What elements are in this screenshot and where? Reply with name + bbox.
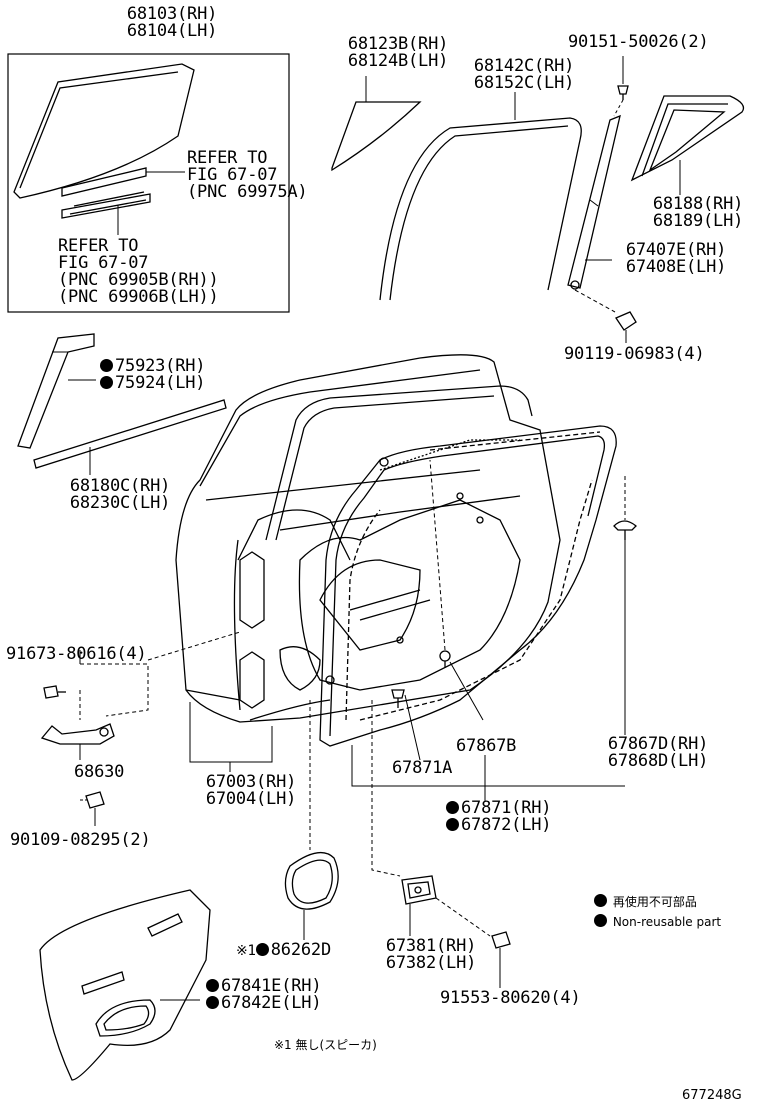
legend-jp: 再使用不可部品 — [594, 892, 721, 912]
label-belt-moulding-rh: 68180C(RH) — [69, 476, 171, 496]
door-lock-striker — [371, 700, 491, 937]
footnote: ※1 無し(スピーカ) — [274, 1038, 377, 1052]
bolt-hinge-icon — [43, 631, 241, 720]
bolt-check-icon — [80, 791, 105, 826]
door-trim-panel — [39, 889, 211, 1081]
speaker-prefix: ※1 — [236, 943, 256, 959]
label-clip-d-lh: 67868D(LH) — [607, 751, 709, 771]
non-reusable-dot-icon — [206, 996, 219, 1009]
bolt-frame-icon — [615, 311, 637, 343]
label-corner-weatherstrip: 68188(RH) 68189(LH) — [644, 196, 752, 230]
door-check-icon — [40, 723, 115, 760]
bolt-hole-icon — [491, 931, 511, 988]
refer-note-2-line3: (PNC 69905B(RH)) — [58, 270, 219, 290]
belt-moulding — [33, 399, 227, 469]
refer-note-2-line4: (PNC 69906B(LH)) — [58, 287, 219, 307]
label-striker-lh: 67382(LH) — [385, 953, 477, 973]
refer-note-2-line2: FIG 67-07 — [58, 253, 149, 273]
clip-a-icon — [391, 689, 421, 761]
label-door-lh: 67004(LH) — [205, 789, 297, 809]
label-door: 67003(RH) 67004(LH) — [196, 774, 306, 808]
label-clip-d: 67867D(RH) 67868D(LH) — [596, 736, 720, 770]
refer-note-2: REFER TO FIG 67-07 (PNC 69905B(RH)) (PNC… — [58, 238, 219, 306]
label-door-weatherstrip: 67871(RH) 67872(LH) — [446, 800, 552, 834]
label-striker-rh: 67381(RH) — [385, 936, 477, 956]
label-frame: 67407E(RH) 67408E(LH) — [614, 242, 738, 276]
division-frame — [567, 114, 621, 313]
label-bolt-frame: 90119-06983(4) — [564, 344, 705, 364]
label-garnish-lh: 75924(LH) — [100, 375, 206, 392]
label-clip-a: 67871A — [392, 758, 453, 778]
label-belt-moulding: 68180C(RH) 68230C(LH) — [58, 478, 182, 512]
clip-d-icon — [613, 476, 637, 735]
speaker-gasket — [284, 700, 339, 940]
label-clip-b: 67867B — [456, 736, 517, 756]
label-glass: 68103(RH) 68104(LH) — [118, 6, 226, 40]
refer-note-1-line2: FIG 67-07 — [187, 165, 278, 185]
label-quarter-glass-rh: 68123B(RH) — [347, 34, 449, 54]
label-glass-run: 68142C(RH) 68152C(LH) — [462, 58, 586, 92]
label-door-trim: 67841E(RH) 67842E(LH) — [206, 978, 322, 1012]
label-glass-rh: 68103(RH) — [126, 4, 218, 24]
non-reusable-dot-icon — [206, 979, 219, 992]
non-reusable-dot-icon — [446, 801, 459, 814]
label-glass-run-lh: 68152C(LH) — [473, 73, 575, 93]
label-glass-run-rh: 68142C(RH) — [473, 56, 575, 76]
refer-note-1: REFER TO FIG 67-07 (PNC 69975A) — [187, 148, 308, 202]
non-reusable-dot-icon — [594, 914, 607, 927]
label-bolt-hole: 91553-80620(4) — [440, 988, 581, 1008]
label-door-trim-rh: 67841E(RH) — [206, 978, 322, 995]
label-garnish: 75923(RH) 75924(LH) — [100, 358, 206, 392]
label-bolt-hinge: 91673-80616(4) — [6, 644, 147, 664]
label-corner-weatherstrip-lh: 68189(LH) — [652, 211, 744, 231]
figure-code: 677248G — [682, 1088, 742, 1103]
label-frame-lh: 67408E(LH) — [625, 257, 727, 277]
non-reusable-dot-icon — [446, 818, 459, 831]
non-reusable-dot-icon — [100, 376, 113, 389]
label-speaker: ※1 86262D — [236, 942, 331, 960]
refer-note-1-line3: (PNC 69975A) — [187, 182, 308, 202]
glass-group-box — [7, 53, 290, 313]
label-quarter-glass: 68123B(RH) 68124B(LH) — [336, 36, 460, 70]
label-belt-moulding-lh: 68230C(LH) — [69, 493, 171, 513]
label-door-weatherstrip-rh: 67871(RH) — [446, 800, 552, 817]
label-glass-lh: 68104(LH) — [126, 21, 218, 41]
door-weatherstrip — [319, 425, 617, 747]
door-garnish — [17, 333, 95, 449]
screw-top-icon — [613, 56, 629, 117]
label-bolt-check: 90109-08295(2) — [10, 830, 151, 850]
label-check: 68630 — [74, 762, 125, 782]
refer-note-1-line1: REFER TO — [187, 148, 268, 168]
window-glass — [13, 63, 195, 199]
quarter-glass — [331, 101, 422, 172]
refer-note-2-line1: REFER TO — [58, 236, 139, 256]
legend-en: Non-reusable part — [594, 912, 721, 932]
non-reusable-dot-icon — [255, 943, 269, 956]
label-garnish-rh: 75923(RH) — [100, 358, 206, 375]
label-striker: 67381(RH) 67382(LH) — [376, 938, 486, 972]
glass-run — [379, 92, 582, 301]
label-quarter-glass-lh: 68124B(LH) — [347, 51, 449, 71]
label-door-weatherstrip-lh: 67872(LH) — [446, 817, 552, 834]
non-reusable-dot-icon — [594, 894, 607, 907]
non-reusable-dot-icon — [100, 359, 113, 372]
label-door-rh: 67003(RH) — [205, 772, 297, 792]
label-door-trim-lh: 67842E(LH) — [206, 995, 322, 1012]
label-frame-rh: 67407E(RH) — [625, 240, 727, 260]
label-clip-d-rh: 67867D(RH) — [607, 734, 709, 754]
label-screw-top: 90151-50026(2) — [568, 32, 709, 52]
corner-weatherstrip — [630, 95, 745, 195]
clip-b-icon — [429, 459, 484, 721]
legend: 再使用不可部品 Non-reusable part — [594, 892, 721, 932]
rear-door-panel — [175, 354, 561, 723]
speaker-part-number: 86262D — [270, 940, 331, 960]
glass-run-channel — [61, 167, 185, 235]
label-corner-weatherstrip-rh: 68188(RH) — [652, 194, 744, 214]
